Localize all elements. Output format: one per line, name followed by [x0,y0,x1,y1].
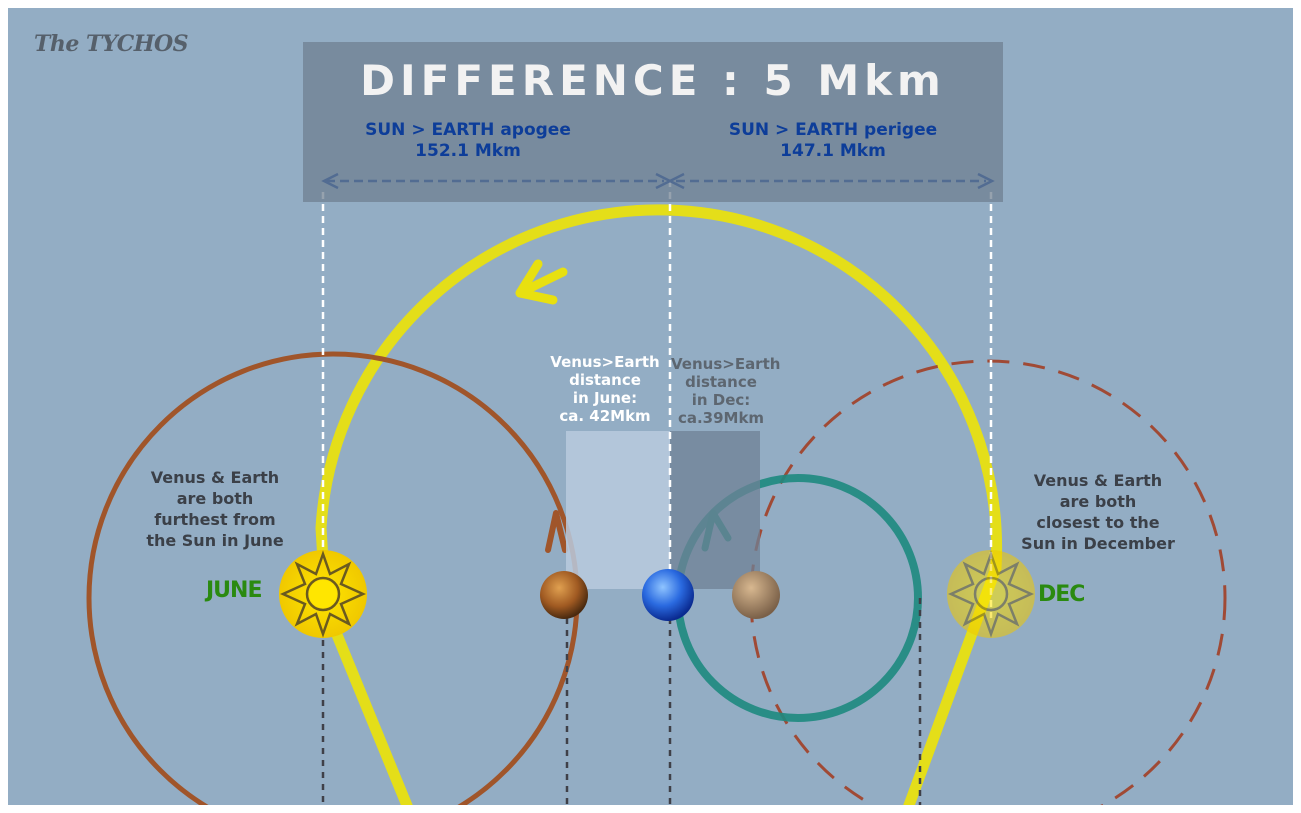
sun-orbit-arrowhead [515,259,568,305]
june-note-line: are both [176,489,254,508]
mercury-icon [732,571,780,619]
june-note-line: Venus & Earth [150,468,280,487]
venus-june-note: Venus>Earth distance in June: ca. 42Mkm [540,353,670,425]
diagram-title: DIFFERENCE : 5 Mkm [360,56,946,105]
apogee-label-text: SUN > EARTH apogee [365,120,571,140]
december-note-line: Sun in December [1021,534,1175,553]
venus-dec-note-line: in Dec: [691,391,751,409]
june-note: Venus & Earth are both furthest from the… [115,467,315,551]
perigee-label: SUN > EARTH perigee 147.1 Mkm [673,120,993,162]
june-note-line: furthest from [154,510,276,529]
venus-june-note-line: ca. 42Mkm [559,407,651,425]
june-label: JUNE [206,578,262,603]
apogee-label: SUN > EARTH apogee 152.1 Mkm [308,120,628,162]
venus-june-distance-box [566,431,670,589]
perigee-value: 147.1 Mkm [780,141,886,161]
venus-dec-distance-box [670,431,760,589]
venus-dec-note-line: distance [685,373,757,391]
venus-orbit-arrowhead [545,510,568,553]
december-label: DEC [1038,582,1085,607]
header-panel: DIFFERENCE : 5 Mkm SUN > EARTH apogee 15… [303,42,1003,202]
december-note-line: are both [1059,492,1137,511]
apogee-value: 152.1 Mkm [415,141,521,161]
june-note-line: the Sun in June [146,531,284,550]
perigee-label-text: SUN > EARTH perigee [728,120,938,140]
orbit-diagram [86,172,1227,805]
venus-june-note-line: Venus>Earth [550,353,660,371]
sun-icon [279,550,367,638]
venus-icon [540,571,588,619]
venus-orbit-dec [749,359,1227,805]
december-note-line: Venus & Earth [1033,471,1163,490]
december-note-line: closest to the [1036,513,1160,532]
venus-dec-note-line: Venus>Earth [671,355,781,373]
venus-june-note-line: in June: [572,389,638,407]
sun-dec-icon [947,550,1035,638]
earth-icon [642,569,694,621]
diagram-canvas: The TYCHOS DIFFERENCE : 5 Mkm SUN > EART… [8,8,1293,805]
december-note: Venus & Earth are both closest to the Su… [993,470,1203,554]
brand-logo: The TYCHOS [34,31,189,57]
venus-june-note-line: distance [569,371,641,389]
venus-dec-note: Venus>Earth distance in Dec: ca.39Mkm [671,355,781,427]
venus-dec-note-line: ca.39Mkm [677,409,765,427]
